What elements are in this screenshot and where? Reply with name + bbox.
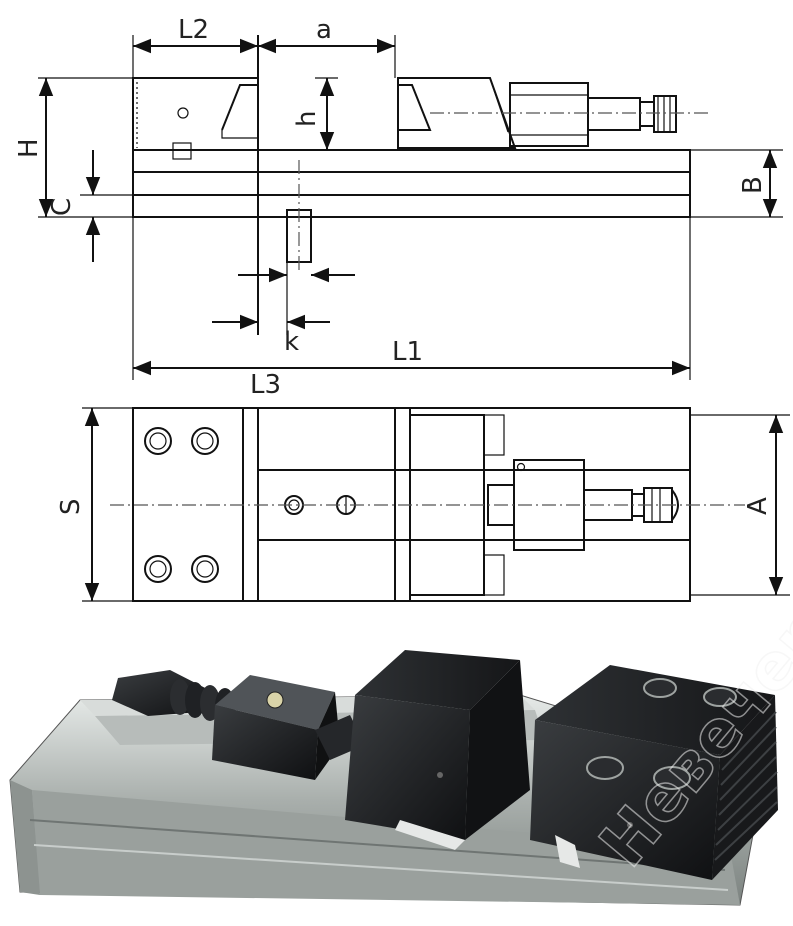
- dim-label-L2: L2: [178, 15, 209, 45]
- dim-label-h: h: [292, 111, 322, 127]
- dim-label-C: C: [47, 198, 77, 216]
- top-view: S A: [56, 407, 790, 602]
- dim-label-L3: L3: [250, 370, 281, 400]
- dim-label-a: a: [316, 15, 332, 45]
- vise-photo: [9, 650, 778, 906]
- photo-cap-screws: [586, 678, 737, 790]
- base-body: [132, 149, 691, 218]
- dim-label-L1: L1: [392, 337, 423, 367]
- photo-fixed-jaw-ribs: [714, 711, 778, 861]
- dim-label-k: k: [284, 327, 299, 357]
- cap-screws: [144, 427, 219, 583]
- dim-label-B: B: [738, 176, 768, 194]
- dim-label-A: A: [743, 497, 773, 515]
- photo-moving-jaw: [355, 650, 520, 710]
- moving-jaw: [397, 77, 517, 149]
- dim-label-S: S: [56, 498, 86, 515]
- side-view: L2 a H h C B k L1 L3: [14, 15, 783, 400]
- dim-label-H: H: [14, 138, 44, 158]
